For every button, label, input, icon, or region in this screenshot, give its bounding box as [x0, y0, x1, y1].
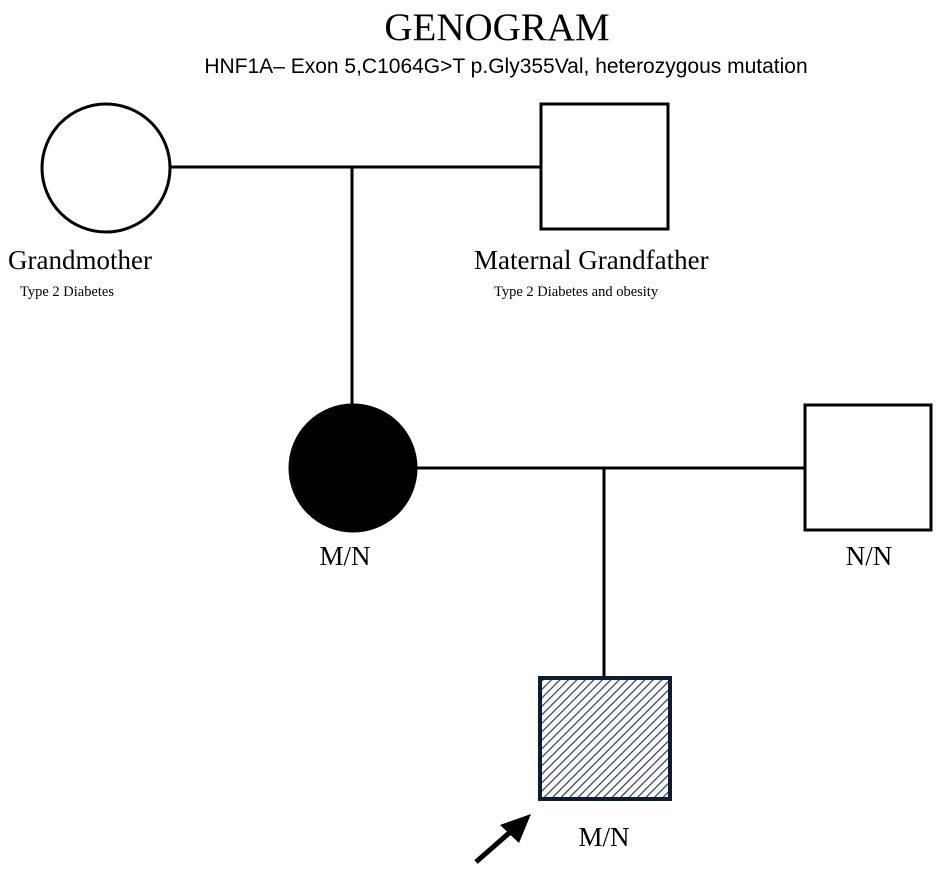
grandmother-name: Grandmother — [8, 245, 152, 275]
mother-symbol — [288, 403, 418, 533]
father-symbol — [803, 403, 933, 532]
diagram-title: GENOGRAM — [384, 6, 609, 49]
grandmother-condition: Type 2 Diabetes — [20, 284, 114, 300]
grandfather-symbol — [539, 102, 670, 231]
mother-genotype: M/N — [319, 541, 370, 571]
proband-genotype: M/N — [578, 822, 629, 852]
proband-symbol — [538, 676, 672, 801]
grandfather-condition: Type 2 Diabetes and obesity — [494, 284, 659, 300]
grandfather-name: Maternal Grandfather — [474, 245, 709, 275]
diagram-subtitle: HNF1A– Exon 5,C1064G>T p.Gly355Val, hete… — [204, 55, 807, 78]
proband-arrow-icon — [474, 814, 531, 864]
father-genotype: N/N — [846, 541, 893, 571]
grandmother-symbol — [40, 102, 172, 234]
